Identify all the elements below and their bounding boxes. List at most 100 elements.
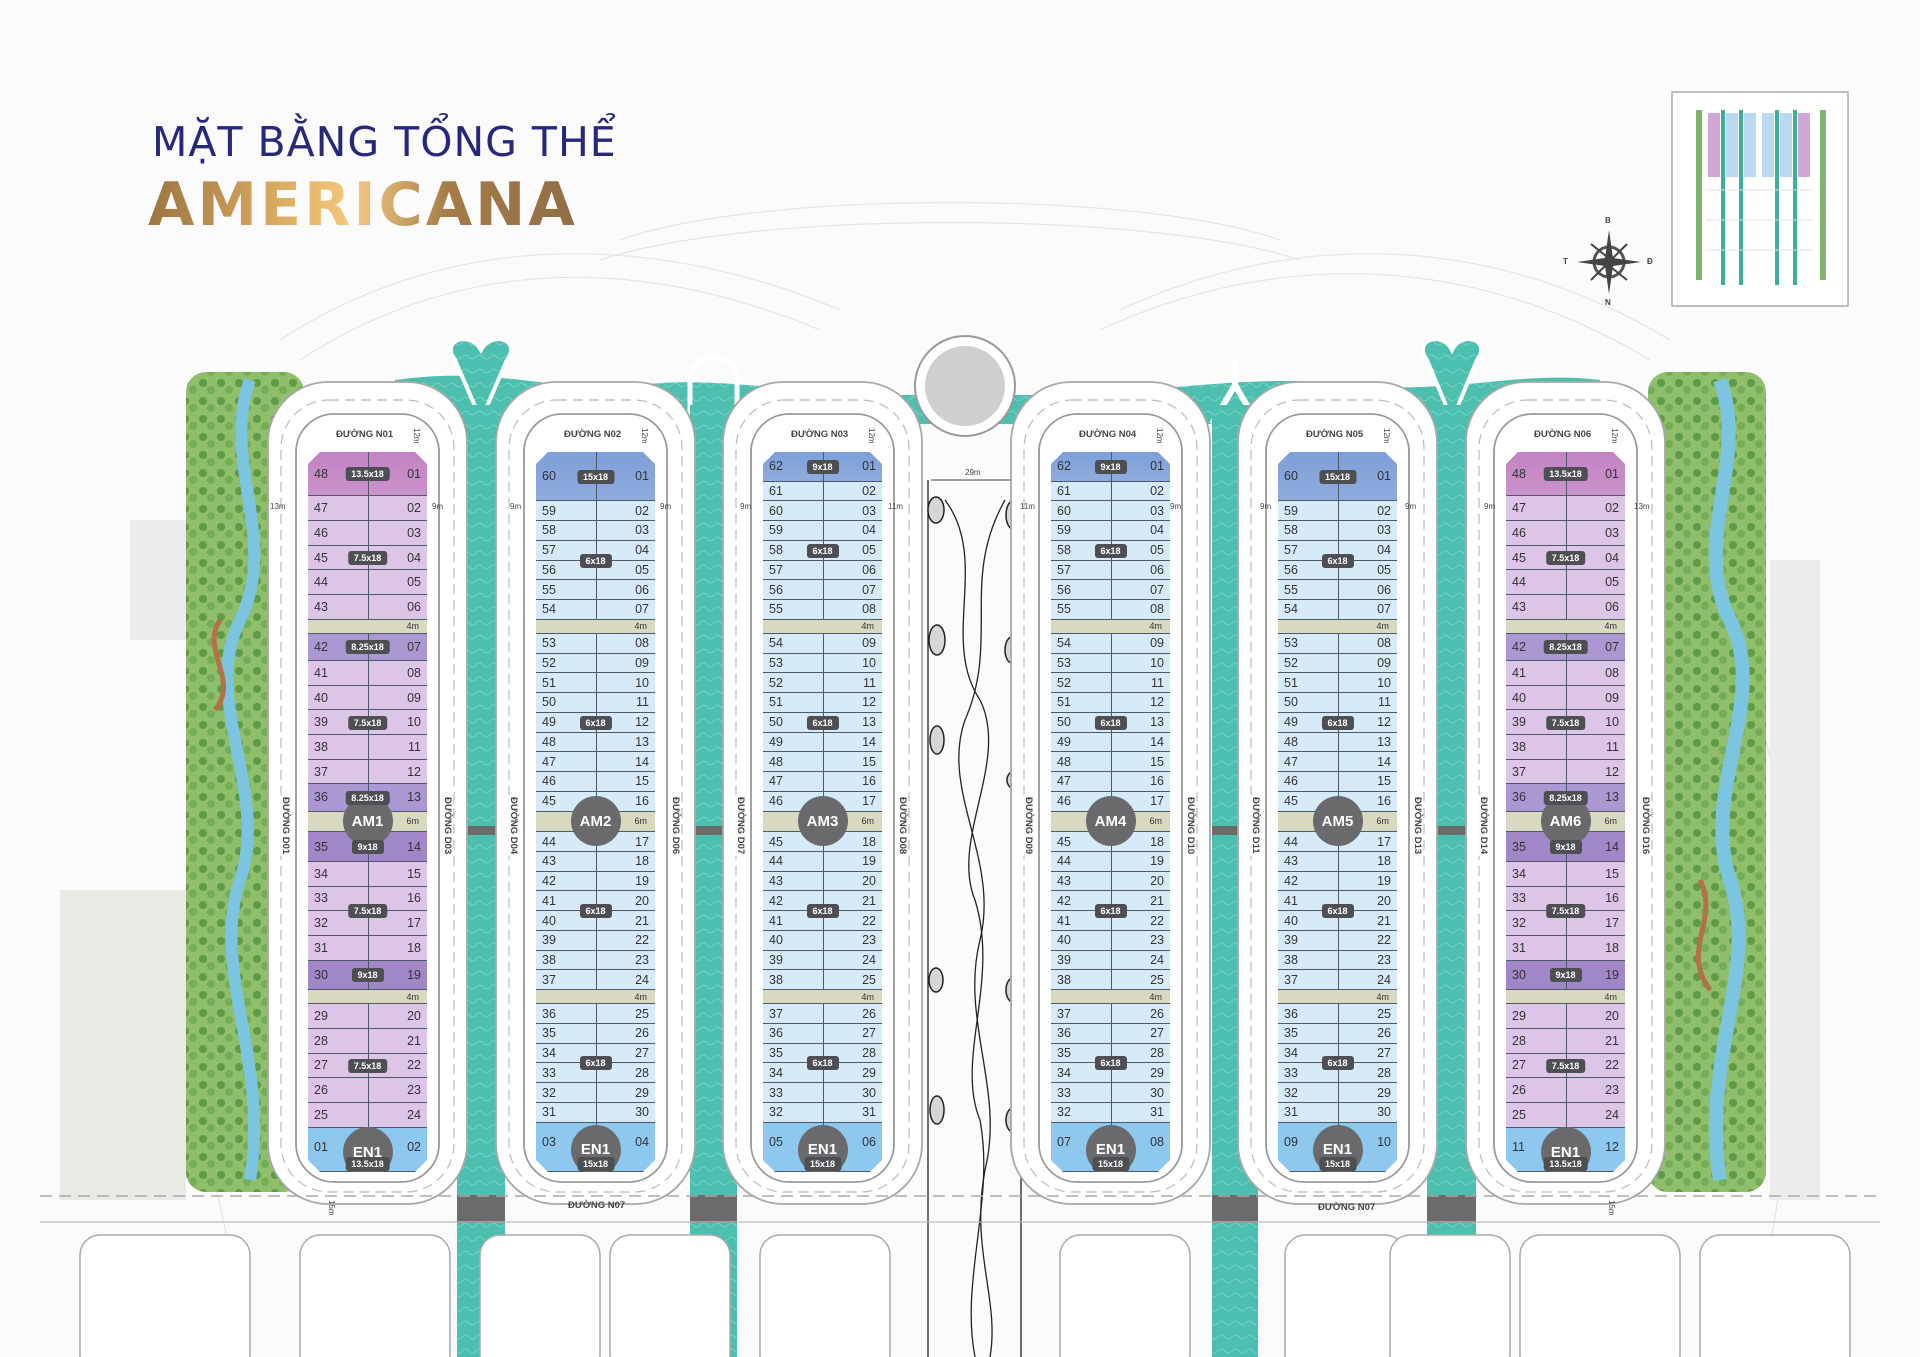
lot-row[interactable]: 3712 [1506,760,1625,785]
lot-row[interactable]: 3229 [1278,1083,1397,1103]
lot-row[interactable]: 3712 [308,760,427,785]
lot-row[interactable]: 6001 [1278,452,1397,501]
lot-row[interactable]: 5211 [1051,673,1170,693]
lot-row[interactable]: 3328 [1278,1063,1397,1083]
lot-row[interactable]: 4320 [1051,872,1170,892]
lot-row[interactable]: 2524 [308,1103,427,1128]
lot-row[interactable]: 3217 [1506,911,1625,936]
lot-row[interactable]: 5508 [1051,600,1170,620]
lot-row[interactable]: 4219 [1278,872,1397,892]
lot-row[interactable]: 4914 [1051,733,1170,753]
lot-row[interactable]: 5605 [536,561,655,581]
lot-row[interactable]: 4813 [536,733,655,753]
lot-row[interactable]: 3229 [536,1083,655,1103]
block-am3[interactable]: 62019x1861026003590458055706560755086x18… [763,452,882,1172]
lot-row[interactable]: 6003 [1051,501,1170,521]
lot-row[interactable]: 3823 [536,951,655,971]
lot-row[interactable]: 4714 [1278,752,1397,772]
lot-row[interactable]: 4702 [1506,496,1625,521]
lot-row[interactable]: 5409 [763,634,882,654]
lot-row[interactable]: 4716 [763,772,882,792]
lot-row[interactable]: 4009 [308,686,427,711]
lot-row[interactable]: 5805 [763,541,882,561]
lot-row[interactable]: 5607 [1051,580,1170,600]
lot-row[interactable]: 4419 [763,852,882,872]
lot-row[interactable]: 4603 [1506,521,1625,546]
lot-row[interactable]: 3231 [1051,1103,1170,1123]
lot-row[interactable]: 4122 [763,911,882,931]
lot-row[interactable]: 3724 [1278,970,1397,990]
lot-row[interactable]: 5409 [1051,634,1170,654]
lot-row[interactable]: 3922 [1278,931,1397,951]
lot-row[interactable]: 4108 [1506,661,1625,686]
lot-row[interactable]: 2722 [308,1054,427,1079]
lot-row[interactable]: 3415 [308,862,427,887]
lot-row[interactable]: 5902 [1278,501,1397,521]
lot-row[interactable]: 3627 [1051,1024,1170,1044]
lot-row[interactable]: 4021 [1278,911,1397,931]
lot-row[interactable]: 2920 [308,1004,427,1029]
lot-row[interactable]: 3118 [1506,936,1625,961]
lot-row[interactable]: 3231 [763,1103,882,1123]
lot-row[interactable]: 4306 [1506,595,1625,620]
lot-row[interactable]: 3823 [1278,951,1397,971]
lot-row[interactable]: 6102 [1051,482,1170,502]
lot-row[interactable]: 5308 [536,634,655,654]
lot-row[interactable]: 4207 [308,634,427,661]
lot-row[interactable]: 4023 [763,931,882,951]
lot-row[interactable]: 4615 [1278,772,1397,792]
lot-row[interactable]: 5308 [1278,634,1397,654]
lot-row[interactable]: 6003 [763,501,882,521]
lot-row[interactable]: 3429 [1051,1063,1170,1083]
lot-row[interactable]: 4108 [308,661,427,686]
lot-row[interactable]: 3514 [308,832,427,862]
lot-row[interactable]: 4914 [763,733,882,753]
lot-row[interactable]: 4815 [763,752,882,772]
lot-row[interactable]: 3724 [536,970,655,990]
lot-row[interactable]: 4702 [308,496,427,521]
lot-row[interactable]: 3118 [308,936,427,961]
lot-row[interactable]: 5706 [1051,561,1170,581]
lot-row[interactable]: 5011 [1278,693,1397,713]
lot-row[interactable]: 3726 [1051,1004,1170,1024]
lot-row[interactable]: 3825 [1051,970,1170,990]
lot-row[interactable]: 5902 [536,501,655,521]
lot-row[interactable]: 4320 [763,872,882,892]
lot-row[interactable]: 3910 [1506,710,1625,735]
lot-row[interactable]: 5209 [536,654,655,674]
lot-row[interactable]: 5607 [763,580,882,600]
lot-row[interactable]: 5310 [763,654,882,674]
lot-row[interactable]: 5803 [536,521,655,541]
lot-row[interactable]: 5904 [1051,521,1170,541]
lot-row[interactable]: 5211 [763,673,882,693]
lot-row[interactable]: 5112 [763,693,882,713]
lot-row[interactable]: 4603 [308,521,427,546]
lot-row[interactable]: 3811 [1506,735,1625,760]
lot-row[interactable]: 2524 [1506,1103,1625,1128]
lot-row[interactable]: 3330 [763,1083,882,1103]
lot-row[interactable]: 5209 [1278,654,1397,674]
lot-row[interactable]: 3328 [536,1063,655,1083]
lot-row[interactable]: 3526 [1278,1024,1397,1044]
lot-row[interactable]: 3922 [536,931,655,951]
lot-row[interactable]: 4021 [536,911,655,931]
lot-row[interactable]: 4504 [308,546,427,571]
block-am6[interactable]: 480113.5x18470246034504440543067.5x184m4… [1506,452,1625,1172]
lot-row[interactable]: 2920 [1506,1004,1625,1029]
lot-row[interactable]: 4419 [1051,852,1170,872]
lot-row[interactable]: 3217 [308,911,427,936]
lot-row[interactable]: 4009 [1506,686,1625,711]
lot-row[interactable]: 3726 [763,1004,882,1024]
lot-row[interactable]: 4405 [1506,570,1625,595]
lot-row[interactable]: 5407 [1278,600,1397,620]
lot-row[interactable]: 3130 [1278,1103,1397,1123]
lot-row[interactable]: 4518 [1051,832,1170,852]
lot-row[interactable]: 4714 [536,752,655,772]
lot-row[interactable]: 5310 [1051,654,1170,674]
lot-row[interactable]: 5011 [536,693,655,713]
lot-row[interactable]: 3415 [1506,862,1625,887]
lot-row[interactable]: 3627 [763,1024,882,1044]
lot-row[interactable]: 5706 [763,561,882,581]
lot-row[interactable]: 4815 [1051,752,1170,772]
lot-row[interactable]: 5508 [763,600,882,620]
